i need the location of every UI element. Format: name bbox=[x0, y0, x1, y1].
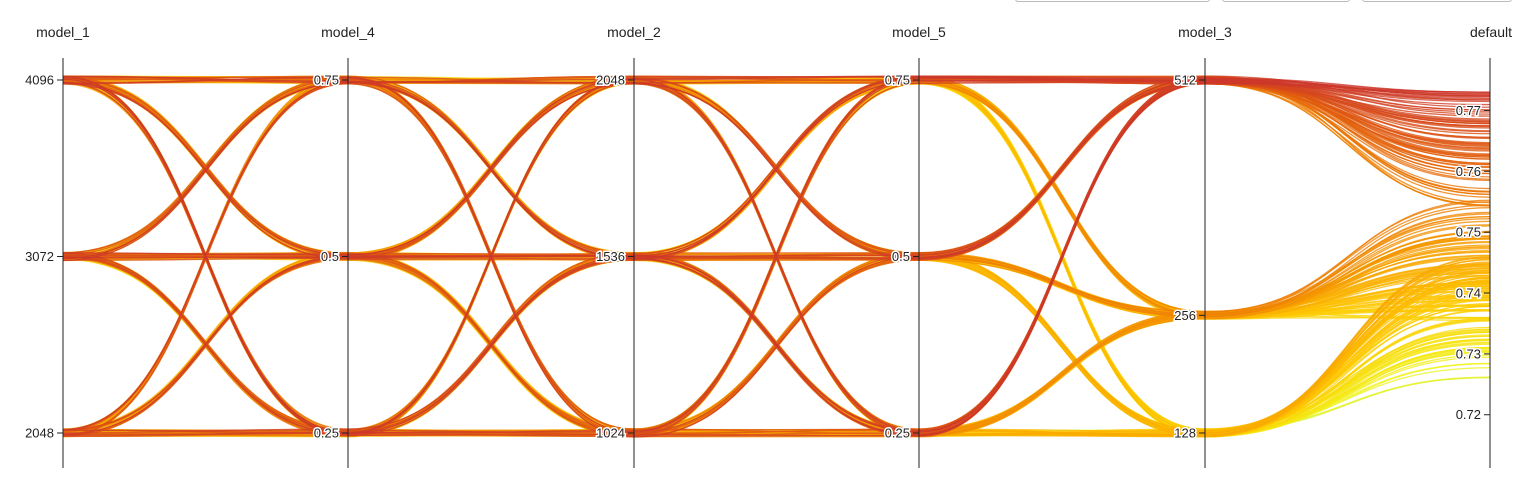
tick-label-model_5: 0.5 bbox=[892, 249, 910, 264]
tick-label-model_3: 512 bbox=[1174, 73, 1196, 88]
tick-label-default: 0.73 bbox=[1456, 346, 1481, 361]
tick-label-model_2: 1536 bbox=[596, 249, 625, 264]
tick-label-default: 0.75 bbox=[1456, 225, 1481, 240]
run-line bbox=[62, 237, 1491, 438]
tick-label-model_5: 0.25 bbox=[885, 426, 910, 441]
tick-label-model_2: 1024 bbox=[596, 426, 625, 441]
run-line bbox=[62, 75, 1491, 255]
axis-title-model_1[interactable]: model_1 bbox=[36, 24, 90, 40]
tick-label-model_4: 0.25 bbox=[314, 426, 339, 441]
tick-label-model_5: 0.75 bbox=[885, 73, 910, 88]
run-line bbox=[62, 76, 1491, 317]
run-line bbox=[62, 75, 1491, 260]
run-line bbox=[62, 215, 1491, 438]
tick-label-model_3: 128 bbox=[1174, 426, 1196, 441]
tick-label-default: 0.77 bbox=[1456, 103, 1481, 118]
tick-label-model_2: 2048 bbox=[596, 73, 625, 88]
tick-label-model_4: 0.75 bbox=[314, 73, 339, 88]
tick-label-default: 0.72 bbox=[1456, 407, 1481, 422]
run-lines bbox=[62, 75, 1491, 438]
tick-label-model_4: 0.5 bbox=[321, 249, 339, 264]
axis-title-model_4[interactable]: model_4 bbox=[321, 24, 375, 40]
axis-title-model_2[interactable]: model_2 bbox=[607, 24, 661, 40]
axes: model_1 2048 3072 4096 model_4 0.25 0.5 0.75 mod… bbox=[24, 24, 1512, 468]
tick-label-model_1: 2048 bbox=[25, 426, 54, 441]
tick-label-model_1: 3072 bbox=[25, 249, 54, 264]
axis-title-model_3[interactable]: model_3 bbox=[1178, 24, 1232, 40]
axis-title-model_5[interactable]: model_5 bbox=[892, 24, 946, 40]
run-line bbox=[62, 75, 1491, 256]
run-line bbox=[62, 238, 1491, 438]
tick-label-default: 0.76 bbox=[1456, 164, 1481, 179]
run-line bbox=[62, 230, 1491, 436]
tick-label-model_3: 256 bbox=[1174, 308, 1196, 323]
axis-title-default[interactable]: default bbox=[1470, 24, 1512, 40]
tick-label-model_1: 4096 bbox=[25, 73, 54, 88]
tick-label-default: 0.74 bbox=[1456, 286, 1481, 301]
